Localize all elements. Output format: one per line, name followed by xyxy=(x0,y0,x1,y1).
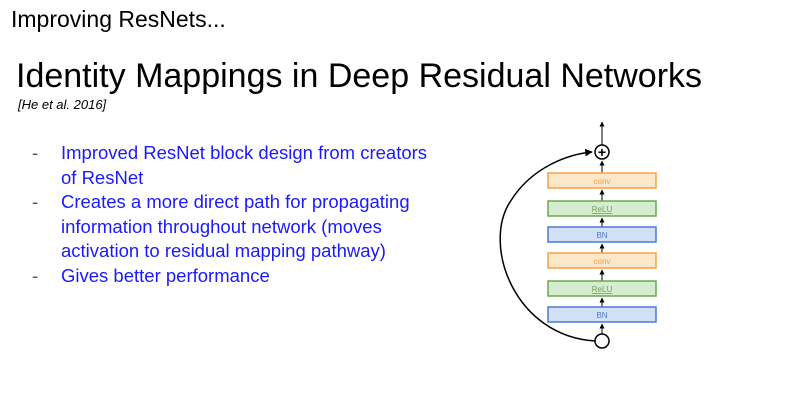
conv-block-label: conv xyxy=(594,177,611,186)
relu-block-label: ReLU xyxy=(592,285,613,294)
bullet-text: Creates a more direct path for propagati… xyxy=(61,191,410,261)
bullet-item: - Gives better performance xyxy=(30,264,430,289)
relu-block xyxy=(547,280,657,297)
identity-skip-path xyxy=(499,148,596,342)
addition-symbol: + xyxy=(598,144,606,160)
bn-block-label: BN xyxy=(596,311,607,320)
bullet-text: Gives better performance xyxy=(61,264,270,286)
relu-block-label: ReLU xyxy=(592,205,613,214)
slide-title: Identity Mappings in Deep Residual Netwo… xyxy=(16,57,703,95)
bullet-text: Improved ResNet block design from creato… xyxy=(61,142,428,188)
bn-block-label: BN xyxy=(596,231,607,240)
bn-block xyxy=(547,306,657,323)
bullet-item: - Improved ResNet block design from crea… xyxy=(30,141,430,190)
bullet-item: - Creates a more direct path for propaga… xyxy=(30,190,430,264)
bullet-list: - Improved ResNet block design from crea… xyxy=(30,141,430,288)
section-title: Improving ResNets... xyxy=(11,6,226,32)
input-node xyxy=(594,333,610,349)
addition-node xyxy=(594,144,610,160)
conv-block-label: conv xyxy=(594,257,611,266)
conv-block xyxy=(547,252,657,269)
conv-block xyxy=(547,172,657,189)
bn-block xyxy=(547,226,657,243)
bullet-dash: - xyxy=(32,191,39,212)
residual-block-diagram: + conv ReLU BN conv ReLU BN xyxy=(499,121,657,349)
relu-block xyxy=(547,200,657,217)
bullet-dash: - xyxy=(32,142,39,163)
citation: [He et al. 2016] xyxy=(18,97,107,112)
bullet-dash: - xyxy=(32,264,39,286)
